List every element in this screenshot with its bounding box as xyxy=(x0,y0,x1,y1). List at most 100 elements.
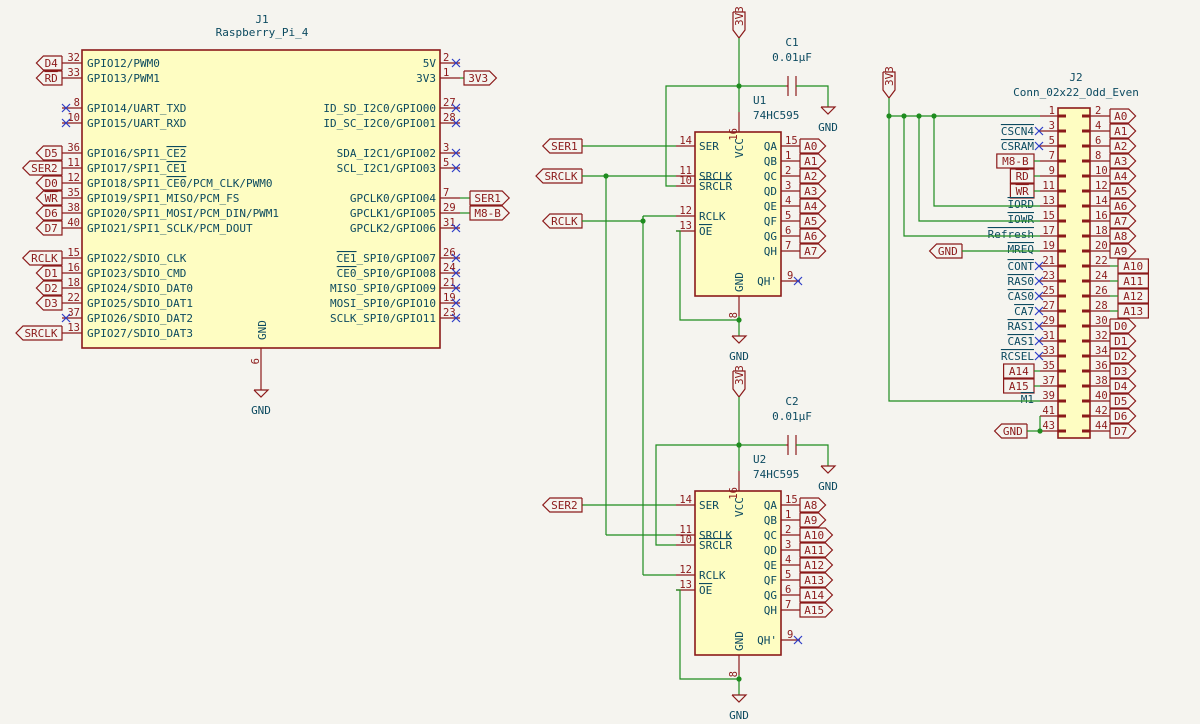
no-connect-mark xyxy=(451,148,461,158)
global-label-SER2 xyxy=(541,497,583,513)
j2-pin-number: 22 xyxy=(1095,255,1108,267)
global-label-A14 xyxy=(799,587,834,603)
global-label-A8 xyxy=(799,497,827,513)
global-label-SER2 xyxy=(21,160,63,176)
no-connect-mark xyxy=(1034,351,1044,361)
j1-pin-number: 10 xyxy=(67,112,80,124)
shift-pin-name: QA xyxy=(764,499,778,512)
rclk-wire xyxy=(582,216,644,222)
global-label-text: A9 xyxy=(1114,245,1127,258)
global-label-text: D2 xyxy=(1114,350,1127,363)
j2-pin-marker xyxy=(1082,114,1090,118)
j2-pin-number: 12 xyxy=(1095,180,1108,192)
j2-ref: J2 xyxy=(1069,71,1082,84)
j2-pin-number: 31 xyxy=(1042,330,1055,342)
j1-pin-number: 2 xyxy=(443,52,449,64)
j2-pin-marker xyxy=(1058,234,1066,238)
j2-pin-number: 19 xyxy=(1042,240,1055,252)
global-label-A2 xyxy=(799,168,827,184)
j2-pin-marker xyxy=(1058,339,1066,343)
global-label-text: SER1 xyxy=(551,140,578,153)
j1-pin-number: 16 xyxy=(67,262,80,274)
no-connect-mark xyxy=(451,223,461,233)
shift-pin-number: 6 xyxy=(785,584,791,596)
j2-pin-marker xyxy=(1082,414,1090,418)
j2-pin-number: 8 xyxy=(1095,150,1101,162)
j2-pin-marker xyxy=(1058,429,1066,433)
j2-pin-marker xyxy=(1058,159,1066,163)
j1-pin-name: MISO_SPI0/GPIO09 xyxy=(330,282,436,295)
j2-pin-marker xyxy=(1082,399,1090,403)
global-label-D4 xyxy=(35,55,63,71)
global-label-A2 xyxy=(1109,138,1137,154)
global-label-A0 xyxy=(1109,108,1137,124)
j2-pin-marker xyxy=(1082,264,1090,268)
shift-pin-name: SER xyxy=(699,499,719,512)
j2-pin-marker xyxy=(1082,234,1090,238)
shift-pin-name: QA xyxy=(764,140,778,153)
global-label-A0 xyxy=(799,138,827,154)
j1-pin-number: 22 xyxy=(67,292,80,304)
j2-pin-number: 27 xyxy=(1042,300,1055,312)
vcc-pin-number: 16 xyxy=(728,128,740,141)
shift-pin-number: 9 xyxy=(787,629,793,641)
global-label-text: D3 xyxy=(45,297,58,310)
j2-pin-marker xyxy=(1082,369,1090,373)
no-connect-mark xyxy=(451,103,461,113)
global-label-text: A4 xyxy=(804,200,818,213)
shift-register-body xyxy=(694,490,782,656)
j2-pin-number: 26 xyxy=(1095,285,1108,297)
no-connect-mark xyxy=(61,118,71,128)
junction-dot xyxy=(736,317,742,323)
shift-pin-number: 3 xyxy=(785,180,791,192)
j2-pin-marker xyxy=(1058,399,1066,403)
j2-pin-number: 40 xyxy=(1095,390,1108,402)
oe-ground-wire xyxy=(676,589,739,680)
junction-dot xyxy=(736,442,742,448)
j2-pin-number: 38 xyxy=(1095,375,1108,387)
j2-pin-number: 28 xyxy=(1095,300,1108,312)
global-label-text: A13 xyxy=(804,574,824,587)
gnd-pin-name: GND xyxy=(733,631,746,651)
global-label-A5 xyxy=(1109,183,1137,199)
cap-value: 0.01µF xyxy=(772,410,812,423)
no-connect-mark xyxy=(1034,321,1044,331)
ground-label: GND xyxy=(729,709,749,722)
j2-pin-number: 14 xyxy=(1095,195,1108,207)
shift-pin-name: SRCLK xyxy=(699,170,732,183)
j2-nc-signal: CSCN4 xyxy=(1001,125,1034,138)
j1-pin-number: 15 xyxy=(67,247,80,259)
power-flag-3v3 xyxy=(732,370,746,398)
shift-pin-number: 1 xyxy=(785,509,791,521)
j1-pin-name: GPIO17/SPI1_CE1 xyxy=(87,162,186,175)
shift-pin-name: OE xyxy=(699,225,712,238)
j2-pin-number: 36 xyxy=(1095,360,1108,372)
j1-pin-number: 18 xyxy=(67,277,80,289)
no-connect-mark xyxy=(451,58,461,68)
global-label-GND xyxy=(928,243,963,259)
global-label-text: A8 xyxy=(804,499,817,512)
j2-pin-marker xyxy=(1058,354,1066,358)
shift-pin-number: 5 xyxy=(785,569,791,581)
j2-pin-number: 2 xyxy=(1095,105,1101,117)
j2-control-wire xyxy=(888,116,1040,402)
ground-symbol xyxy=(731,694,748,703)
global-label-D1 xyxy=(35,265,63,281)
shift-register-body xyxy=(694,131,782,297)
j2-pin-marker xyxy=(1058,414,1066,418)
j1-ref: J1 xyxy=(255,13,268,26)
j1-pin-name: GPIO15/UART_RXD xyxy=(87,117,186,130)
gnd-pin-number: 8 xyxy=(728,312,740,318)
j1-gnd-pin-name: GND xyxy=(256,320,269,340)
global-label-text: GND xyxy=(938,245,958,258)
power-flag-3v3 xyxy=(732,11,746,39)
ground-symbol xyxy=(253,389,270,398)
no-connect-mark xyxy=(451,118,461,128)
no-connect-mark xyxy=(1034,306,1044,316)
shift-pin-number: 13 xyxy=(679,220,692,232)
global-label-A7 xyxy=(799,243,827,259)
power-flag-text: 3V3 xyxy=(733,6,746,26)
global-label-A4 xyxy=(799,198,827,214)
